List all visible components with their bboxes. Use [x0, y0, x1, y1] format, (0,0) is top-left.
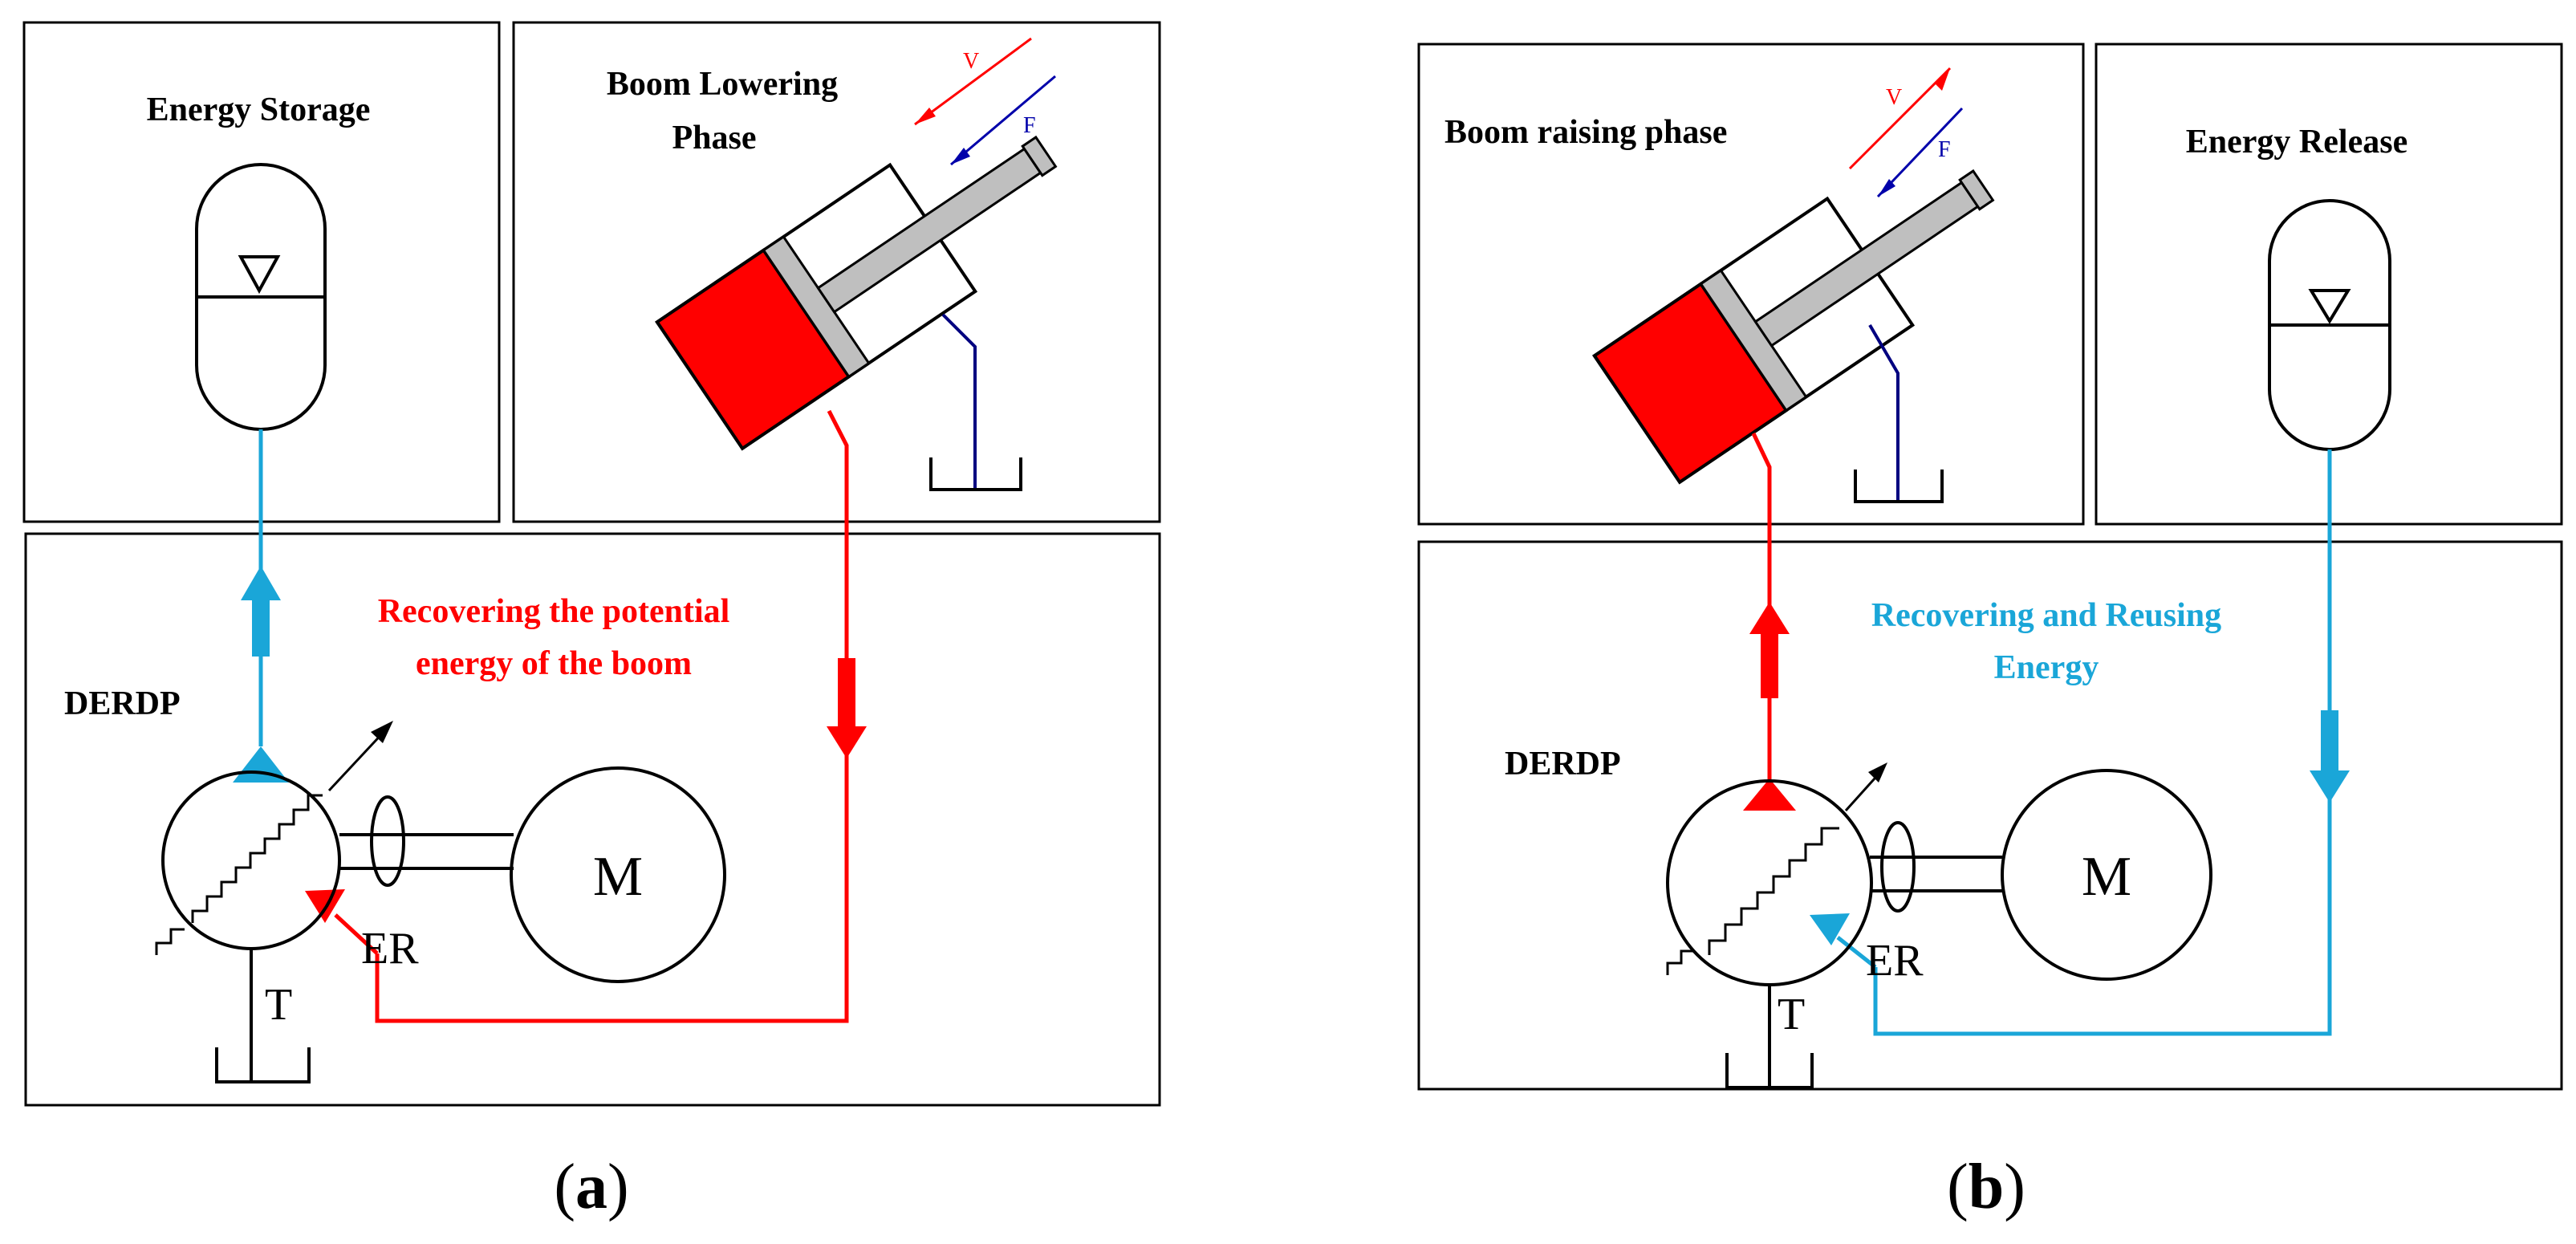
port-t: T [265, 980, 292, 1030]
flow-text-line2-b: Energy [1994, 649, 2099, 686]
phase-title-line1: Boom Lowering [607, 66, 838, 103]
tank-icon [929, 457, 1022, 491]
caption-a: (a) [554, 1152, 628, 1222]
flow-arrow-icon [1743, 602, 1796, 811]
motor-icon [2001, 769, 2212, 981]
pump-label-b: DERDP [1505, 746, 1621, 783]
energy-release-title: Energy Release [2186, 124, 2407, 161]
accumulator-icon [2268, 199, 2391, 451]
red-flow-line [375, 409, 849, 1023]
port-t-b: T [1778, 990, 1805, 1039]
accumulator-icon [195, 163, 327, 431]
pump-icon [155, 721, 514, 1082]
pump-circuit-box [24, 532, 1161, 1107]
panel-a: Energy Storage Boom Lowering Phase V F [22, 21, 1161, 1222]
motor-icon [510, 766, 726, 983]
caption-b: (b) [1947, 1152, 2025, 1222]
phase-title: Boom raising phase [1444, 114, 1727, 151]
hydraulic-cylinder-icon [655, 135, 1058, 451]
panel-b: Boom raising phase Energy Release V F [1417, 43, 2563, 1222]
v-label: V [963, 49, 979, 74]
port-er: ER [361, 924, 419, 974]
boom-raising-box [1417, 43, 2085, 526]
force-arrow-icon [950, 75, 1056, 166]
flow-arrow-icon [827, 658, 867, 758]
flow-arrow-icon [2310, 710, 2350, 803]
tank-icon [1854, 470, 1944, 503]
velocity-arrow-icon [1848, 67, 1952, 170]
er-arrow-icon [1810, 913, 1850, 945]
boom-lowering-box [512, 21, 1161, 523]
tank-icon [215, 1047, 311, 1083]
motor-label-b: M [2082, 846, 2131, 908]
pump-icon [1666, 762, 2002, 1087]
flow-text-line1: Recovering the potential [378, 593, 730, 630]
cyan-flow-line-b [1873, 449, 2332, 1036]
f-label-b: F [1938, 137, 1951, 162]
energy-storage-title: Energy Storage [147, 91, 371, 128]
port-er-b: ER [1866, 936, 1924, 986]
pump-circuit-box-b [1417, 540, 2563, 1091]
return-line-b [1868, 323, 1899, 502]
phase-title-line2: Phase [672, 120, 757, 157]
hydraulic-cylinder-icon [1592, 169, 1995, 485]
tank-icon [1725, 1053, 1814, 1089]
velocity-arrow-icon [914, 37, 1032, 126]
f-label: F [1023, 113, 1036, 138]
force-arrow-icon [1876, 107, 1964, 198]
v-label-b: V [1886, 85, 1902, 110]
return-line [941, 313, 977, 490]
pump-label: DERDP [64, 685, 181, 722]
flow-text-line1-b: Recovering and Reusing [1871, 597, 2221, 634]
motor-label: M [593, 846, 643, 908]
flow-text-line2: energy of the boom [416, 645, 692, 682]
